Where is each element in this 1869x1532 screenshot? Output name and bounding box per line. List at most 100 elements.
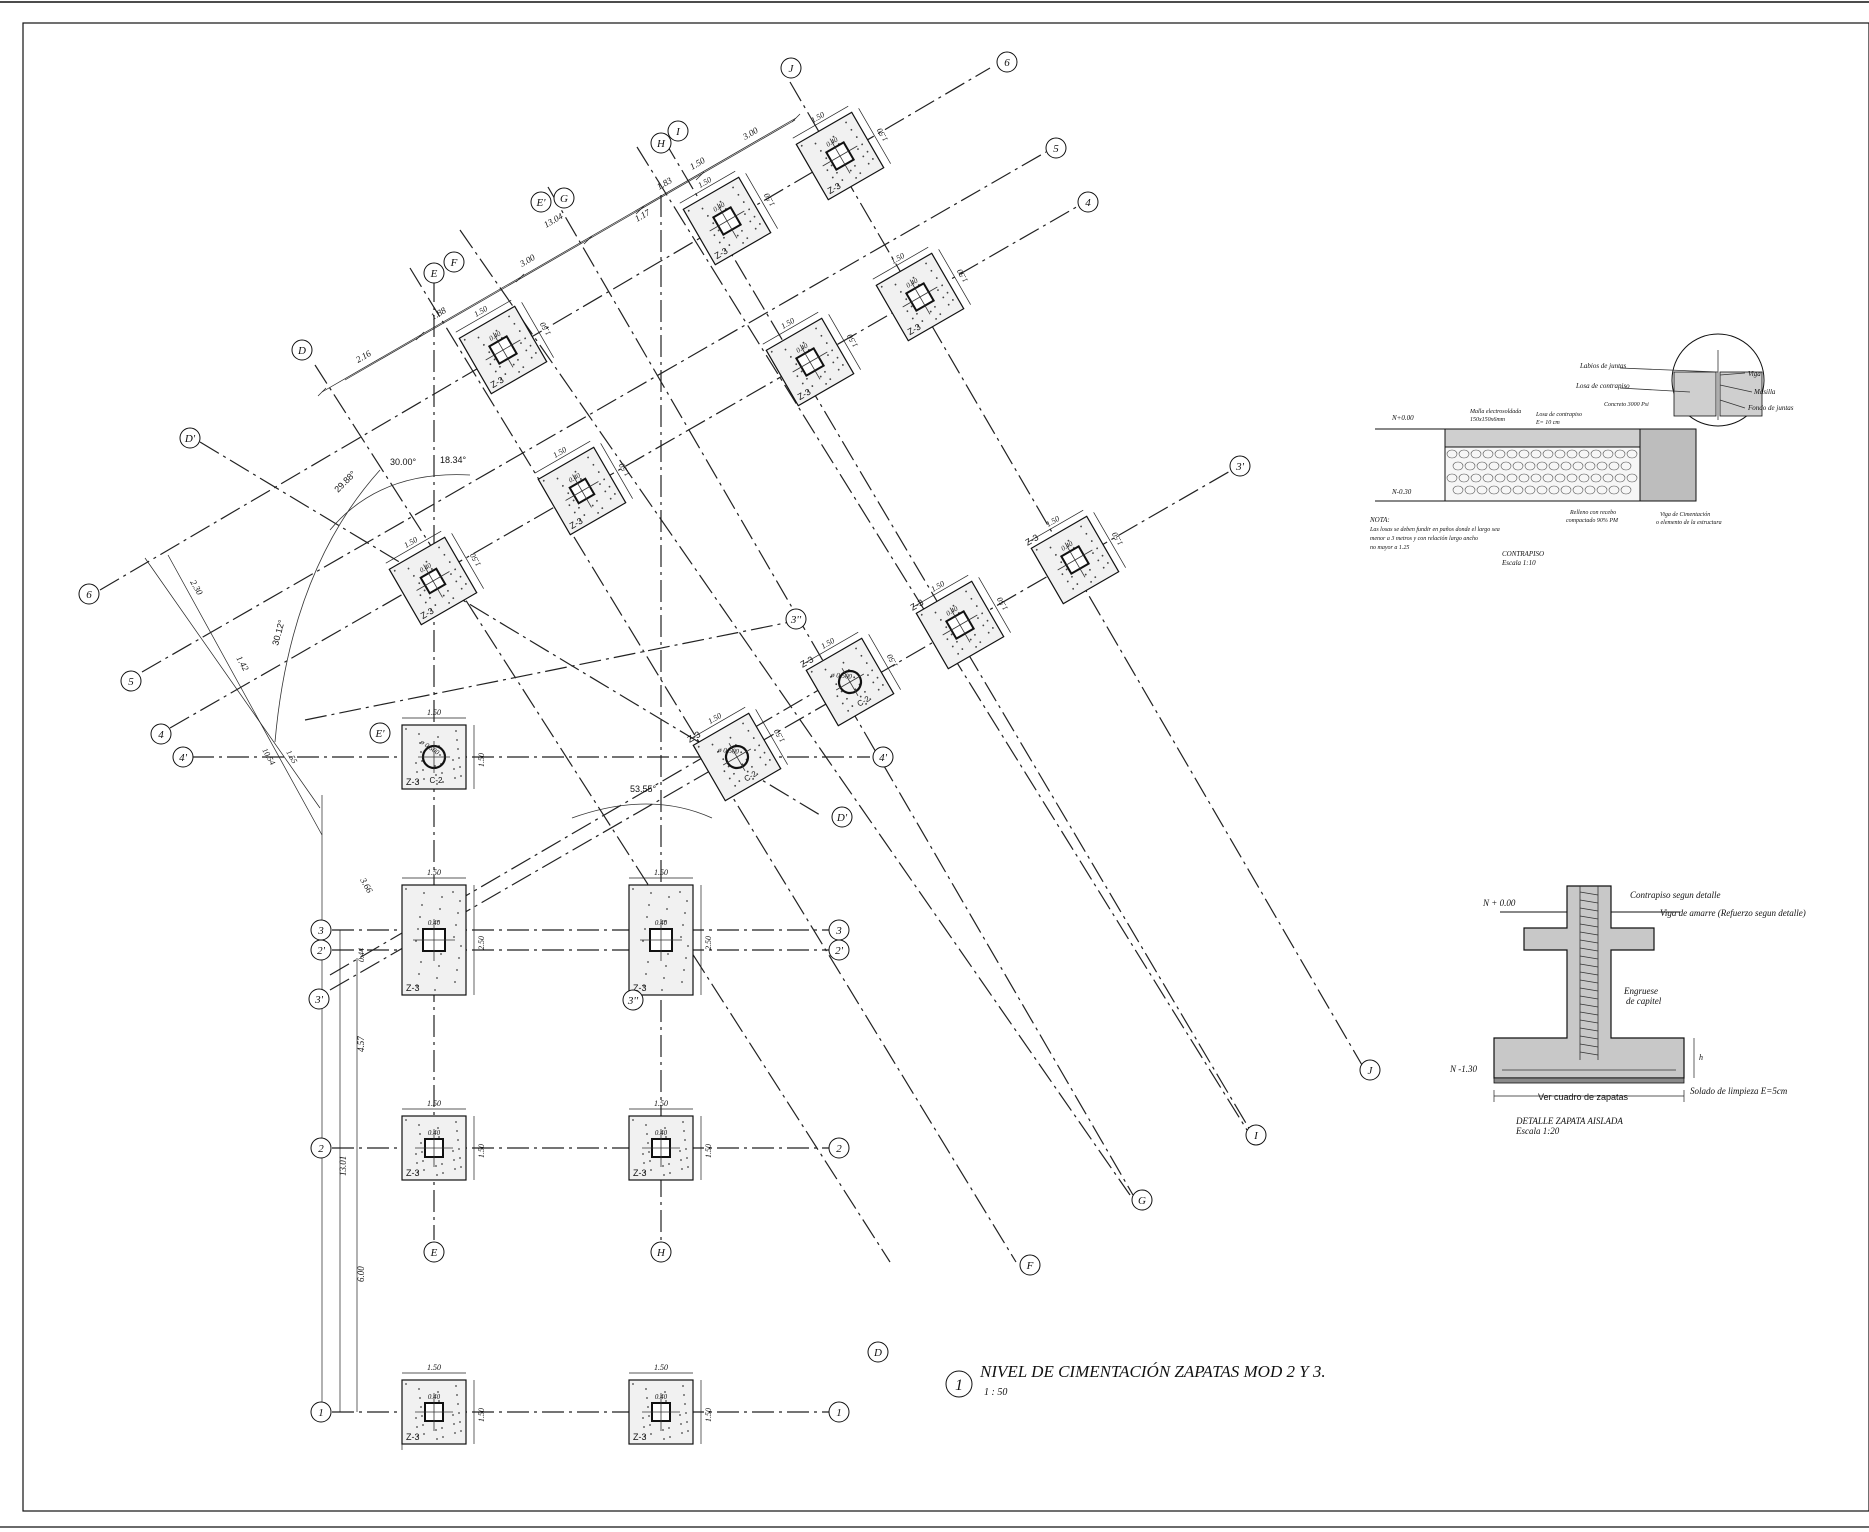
grid-bubble-label: G — [560, 193, 568, 205]
stirrups — [1579, 891, 1599, 1056]
grid-bubble — [650, 132, 672, 154]
concrete-dot — [419, 742, 421, 744]
concrete-dot — [718, 241, 721, 244]
concrete-dot — [1096, 547, 1099, 550]
concrete-dot — [738, 780, 741, 782]
grid-bubble-label: 3' — [1235, 461, 1245, 473]
footing-size-text: 1.50 — [477, 1408, 486, 1422]
concrete-dot — [894, 283, 897, 286]
concrete-dot — [941, 284, 944, 287]
footing-dim-line — [451, 533, 484, 589]
note-title: NOTA: — [1369, 516, 1390, 524]
concrete-dot — [645, 1388, 647, 1390]
concrete-dot — [420, 961, 422, 963]
concrete-dot — [850, 128, 853, 131]
note-label: Ver cuadro de zapatas — [1538, 1092, 1629, 1102]
concrete-dot — [686, 900, 688, 902]
concrete-dot — [836, 356, 839, 359]
note-label: Masilla — [1753, 388, 1776, 396]
concrete-dot — [419, 1133, 421, 1135]
concrete-dot — [981, 612, 984, 615]
concrete-dot — [452, 597, 455, 600]
concrete-dot — [847, 709, 850, 712]
note-label: Viga de amarre (Refuerzo segun detalle) — [1660, 908, 1806, 918]
concrete-dot — [437, 1127, 439, 1129]
concrete-dot — [825, 342, 828, 344]
grid-bubble — [310, 939, 332, 961]
note-label: Solado de limpieza E=5cm — [1690, 1086, 1788, 1096]
concrete-dot — [425, 560, 428, 563]
concrete-dot — [717, 229, 720, 232]
concrete-dot — [482, 343, 485, 346]
concrete-dot — [459, 575, 462, 578]
dimension-tick — [415, 331, 425, 341]
pebble — [1554, 473, 1566, 483]
concrete-dot — [987, 631, 990, 634]
concrete-dot — [837, 368, 840, 371]
concrete-dot — [573, 511, 576, 514]
grid-bubble — [1229, 455, 1251, 477]
grid-bubble — [667, 120, 689, 142]
dim-text: 3.00 — [740, 125, 760, 142]
note-label: de capitel — [1626, 996, 1662, 1006]
concrete-dot — [648, 1151, 650, 1153]
concrete-dot — [455, 1121, 457, 1123]
concrete-dot — [684, 1403, 686, 1405]
concrete-dot — [740, 751, 743, 754]
footing-size-text: 1.50 — [704, 1144, 713, 1158]
footing: 1.501.500.40Z-3 — [401, 1099, 486, 1181]
column-axis — [829, 138, 851, 174]
concrete-dot — [587, 456, 589, 459]
dimension-line — [167, 554, 323, 836]
concrete-dot — [438, 1400, 440, 1402]
pebble — [1548, 485, 1560, 495]
grid-bubble — [650, 1241, 672, 1263]
concrete-dot — [421, 904, 423, 906]
concrete-dot — [679, 891, 681, 893]
concrete-dot — [453, 1159, 455, 1161]
grid-bubble-label: 5 — [128, 676, 134, 688]
concrete-dot — [807, 389, 810, 392]
footing-dim-line — [385, 530, 442, 564]
concrete-dot — [489, 363, 492, 366]
pebble — [1518, 473, 1530, 483]
grid-axis-line — [304, 619, 801, 721]
concrete-dot — [881, 684, 884, 686]
detail-scale: Escala 1:10 — [1501, 559, 1536, 567]
contrapiso-detail: Labios de juntas Losa de contrapiso Viga… — [1369, 333, 1794, 567]
concrete-dot — [405, 1119, 407, 1121]
concrete-dot — [744, 213, 746, 215]
concrete-dot — [946, 291, 949, 294]
concrete-dot — [664, 1127, 666, 1129]
footing-dim-line — [872, 246, 929, 280]
pebble — [1512, 485, 1524, 495]
concrete-dot — [422, 1424, 424, 1426]
concrete-dot — [524, 337, 527, 340]
concrete-dot — [454, 1432, 456, 1434]
stirrup — [1579, 1003, 1599, 1008]
concrete-dot — [837, 183, 840, 186]
concrete-dot — [728, 777, 731, 780]
concrete-dot — [644, 1435, 646, 1437]
stirrup — [1579, 955, 1599, 960]
concrete-dot — [800, 144, 803, 147]
concrete-dot — [442, 1436, 444, 1438]
grid-bubble-label: H — [656, 1247, 666, 1259]
angle-arc — [571, 803, 713, 819]
grid-bubble — [867, 1341, 889, 1363]
pebble — [1458, 473, 1470, 483]
dimension-tick — [583, 235, 593, 245]
concrete-dot — [423, 1169, 425, 1171]
dimension-tick — [695, 171, 705, 181]
concrete-dot — [459, 766, 461, 768]
concrete-dot — [1106, 562, 1109, 564]
stirrup — [1579, 971, 1599, 976]
concrete-dot — [419, 594, 422, 597]
detail-title: DETALLE ZAPATA AISLADA — [1515, 1116, 1623, 1126]
footing-dim-line — [679, 170, 736, 204]
concrete-dot — [421, 1415, 423, 1417]
angle-text: 30.12° — [270, 618, 287, 646]
footing-dim-line — [755, 709, 788, 765]
concrete-dot — [455, 580, 458, 583]
